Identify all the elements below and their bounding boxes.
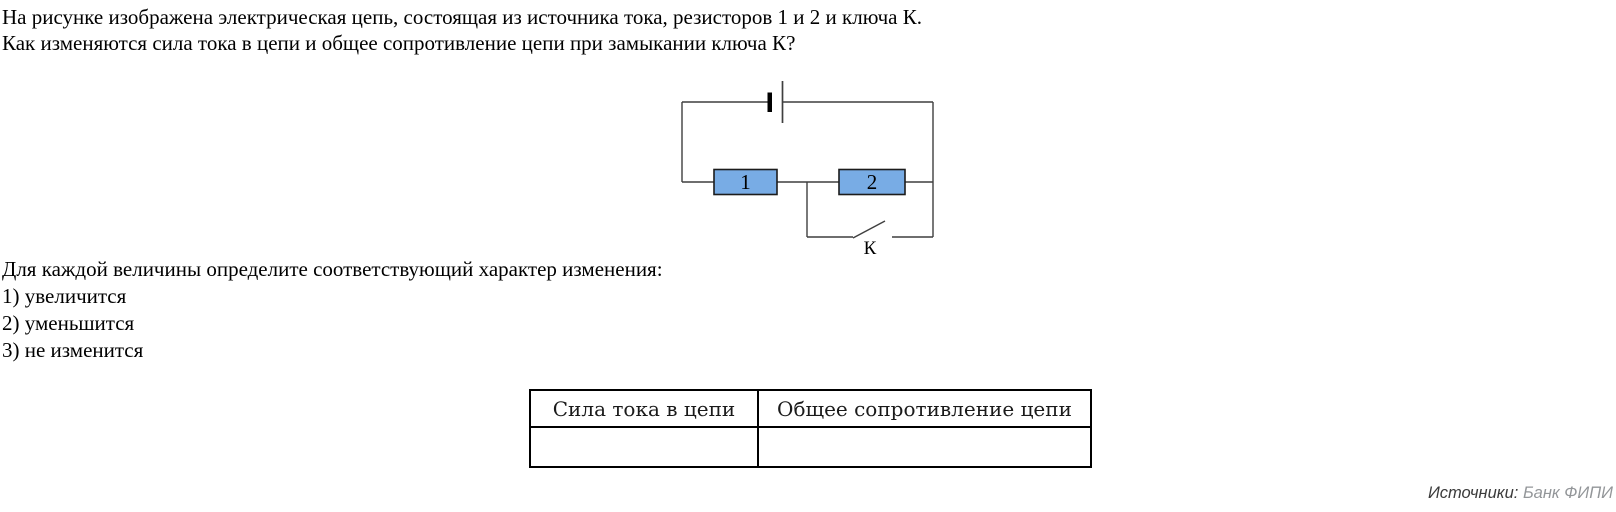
battery-icon [767,81,784,123]
source-value: Банк ФИПИ [1522,484,1613,502]
switch-label: К [864,238,877,259]
answer-cell-resistance [757,426,1092,468]
answer-table: Сила тока в цепи Общее сопротивление цеп… [529,389,1092,468]
answer-cell-current [529,426,759,468]
instructions-block: Для каждой величины определите соответст… [2,256,663,364]
answer-table-header-row: Сила тока в цепи Общее сопротивление цеп… [529,389,1092,428]
resistor-2-label: 2 [867,170,878,194]
circuit-diagram: 1 2 К [681,81,934,259]
instructions-intro: Для каждой величины определите соответст… [2,257,663,281]
resistor-1: 1 [713,168,778,196]
resistor-2-box [838,168,906,196]
switch-icon: К [852,220,886,259]
header-current: Сила тока в цепи [529,389,759,428]
resistor-1-box [713,168,778,196]
circuit-wires [681,101,934,238]
source-attribution: Источники: Банк ФИПИ [1428,484,1613,503]
header-resistance: Общее сопротивление цепи [757,389,1092,428]
statement-line-1: На рисунке изображена электрическая цепь… [2,5,922,29]
option-increase: 1) увеличится [2,284,127,308]
statement-line-2: Как изменяются сила тока в цепи и общее … [2,31,796,55]
problem-statement: На рисунке изображена электрическая цепь… [2,4,922,56]
option-decrease: 2) уменьшится [2,311,135,335]
source-label: Источники: [1427,484,1519,502]
answer-table-answer-row [529,426,1092,468]
resistor-2: 2 [838,168,906,196]
option-no-change: 3) не изменится [2,338,144,362]
resistor-1-label: 1 [740,170,751,194]
